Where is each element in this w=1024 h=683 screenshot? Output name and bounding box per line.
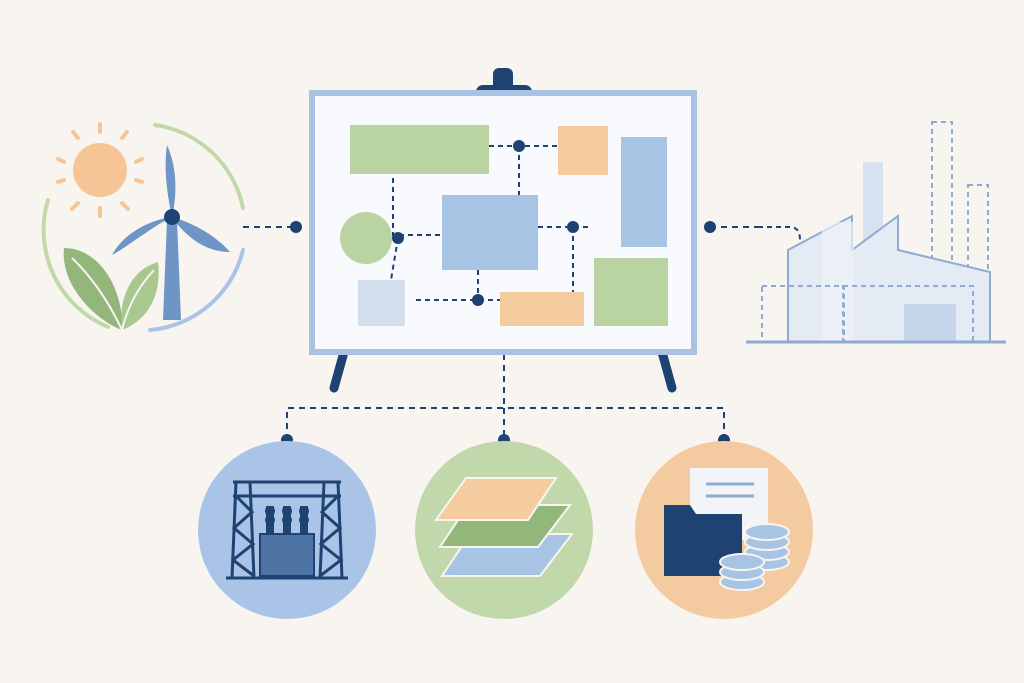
map-layers-icon [415,441,593,619]
planning-board-icon [309,68,697,393]
board-block [442,195,538,270]
factory-chimney-outline [931,121,953,343]
wind-turbine-icon [112,145,230,320]
factory-annex-outline [842,285,974,343]
board-node-circle [340,212,392,264]
board-block [594,258,668,326]
factory-icon [746,121,1006,344]
sun-icon [56,122,144,218]
board-block [621,137,667,247]
board-block [500,292,584,326]
board-block [558,126,608,175]
board-leg-left [329,347,349,393]
leaves-icon [63,248,159,331]
renewables-cluster [41,122,245,332]
board-block [350,125,489,174]
factory-chimney-outline [967,184,989,343]
connector-dot [704,221,716,233]
board-block [358,280,405,326]
factory-connector-curve [758,226,801,250]
factory-shade [822,222,854,342]
cycle-arc-icon [41,123,245,332]
substation-tower-icon [198,441,376,619]
board-leg-right [657,347,677,393]
board-link-dots [392,140,579,306]
folder-documents-coins-icon [635,441,813,619]
connector-dot [290,221,302,233]
factory-door [904,304,956,342]
coin-stack [719,523,790,591]
board-clip-top [493,68,513,90]
